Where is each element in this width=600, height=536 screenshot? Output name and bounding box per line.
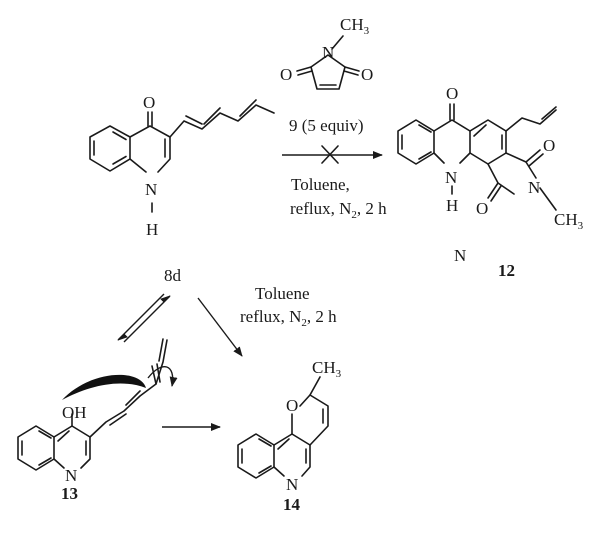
c13-pyridine-ring: [53, 425, 91, 469]
equilibrium-arrow-reverse: [123, 295, 171, 343]
top-arrow-cross-mark: [321, 145, 339, 164]
sm-n-hydrogen: H: [146, 220, 158, 239]
p12-o-left: O: [476, 199, 488, 218]
c14-pyran-ring: [291, 394, 329, 446]
c14-pyridine-ring: [273, 433, 311, 477]
product-12-structure: [397, 103, 557, 211]
p12-n-hydrogen: H: [446, 196, 458, 215]
compound-13-label: 13: [61, 484, 78, 503]
c13-ring-n: N: [65, 466, 77, 485]
p12-methyl: CH3: [554, 210, 584, 232]
c14-ring-n: N: [286, 475, 298, 494]
maleimide-methyl: CH3: [340, 15, 370, 37]
c14-methyl-bond: [309, 376, 321, 396]
p12-imide-carbonyl-right: [525, 149, 544, 167]
c13-pyridine-inner: [57, 430, 87, 456]
maleimide-o-right: O: [361, 65, 373, 84]
maleimide-left-carbonyl: [296, 66, 313, 76]
top-reagent-label: 9 (5 equiv): [289, 116, 364, 135]
sm-butadienyl-chain: [169, 99, 275, 138]
p12-n-methyl-bond: [539, 187, 557, 211]
c13-curved-electron-arrow: [147, 366, 178, 387]
c13-arrow-pushing-lobe: [62, 374, 146, 400]
starting-quinolinone-structure: [89, 99, 275, 213]
maleimide-right-carbonyl: [343, 66, 360, 76]
maleimide-n: N: [322, 43, 334, 62]
mid-solvent-label: Toluene: [255, 284, 310, 303]
reagent-9-maleimide-structure: [296, 35, 360, 90]
maleimide-o-left: O: [280, 65, 292, 84]
c13-benzo-inner: [21, 430, 52, 466]
p12-ketone: [449, 103, 455, 121]
top-solvent-label: Toluene,: [291, 175, 350, 194]
top-conditions-label: reflux, N2, 2 h: [290, 199, 387, 221]
p12-ring-c: [469, 119, 507, 165]
sm-carbonyl: [147, 111, 153, 127]
sm-heteroring: [129, 125, 171, 173]
p12-ring-a: [397, 119, 435, 165]
c14-benzo-inner: [241, 438, 272, 474]
sm-carbonyl-o: O: [143, 93, 155, 112]
c13-terminal-vinyl: [155, 338, 168, 385]
p12-o-right: O: [543, 136, 555, 155]
p12-vinyl: [505, 106, 557, 132]
compound-8d-label: 8d: [164, 266, 182, 285]
sm-ring-n: N: [145, 180, 157, 199]
c13-triene-chain: [89, 363, 161, 438]
p12-imide-n: N: [528, 178, 540, 197]
maleimide-ring: [310, 54, 346, 90]
arrow-8d-to-14: [197, 297, 243, 357]
sm-benzo-inner-bonds: [93, 131, 127, 165]
c13-hydroxyl: OH: [62, 403, 87, 422]
c14-methyl: CH3: [312, 358, 342, 380]
c13-benzo-ring: [17, 425, 55, 471]
equilibrium-arrow-forward: [117, 293, 165, 341]
compound-13-structure: [17, 338, 168, 471]
c14-benzo-ring: [237, 433, 275, 479]
stray-n-label: N: [454, 246, 466, 265]
compound-12-label: 12: [498, 261, 515, 280]
p12-ring-n: N: [445, 168, 457, 187]
p12-ketone-o: O: [446, 84, 458, 103]
sm-benzo-ring: [89, 125, 131, 172]
compound-14-structure: [237, 376, 329, 479]
p12-ring-c-inner: [473, 124, 503, 150]
p12-ring-b: [433, 119, 471, 164]
c14-ring-o: O: [286, 396, 298, 415]
maleimide-n-methyl-bond: [331, 35, 344, 50]
compound-14-label: 14: [283, 495, 301, 514]
mid-conditions-label: reflux, N2, 2 h: [240, 307, 337, 329]
p12-ring-a-inner: [401, 124, 432, 160]
c14-pyridine-inner: [277, 438, 307, 464]
p12-imide-carbonyl-left: [487, 182, 502, 202]
